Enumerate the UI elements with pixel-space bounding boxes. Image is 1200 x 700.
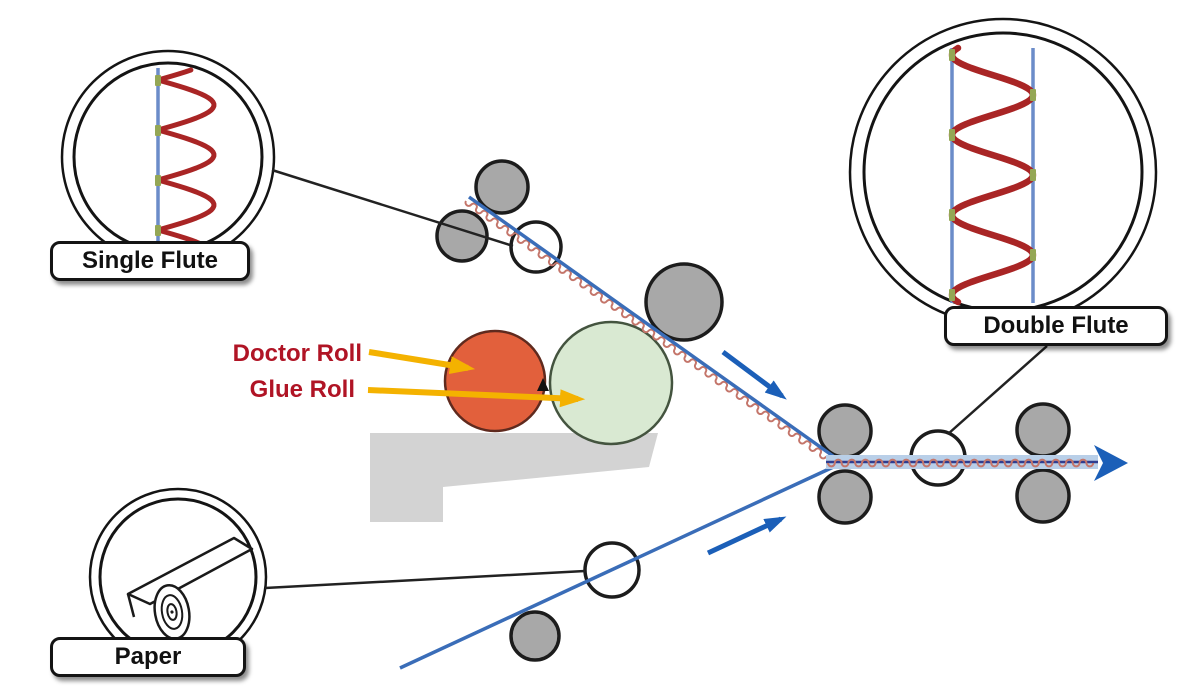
roll-core-dot xyxy=(170,610,174,614)
roll-rotation-arrow-icon xyxy=(537,378,549,391)
band-corrugation xyxy=(827,458,1095,468)
corrugated-web-flutes xyxy=(464,200,837,467)
nip-roller-2-bottom xyxy=(1015,468,1071,524)
glue-tick xyxy=(949,289,955,301)
glue-tick xyxy=(1030,89,1036,101)
band-arrowhead-icon xyxy=(1094,445,1128,481)
paper-label: Paper xyxy=(50,637,246,677)
nip-roller-1-top xyxy=(817,403,873,459)
glue-tick xyxy=(155,225,161,236)
pressure-roller-left xyxy=(435,209,489,263)
paper-label-text: Paper xyxy=(114,643,182,670)
double-flute-label-text: Double Flute xyxy=(983,312,1129,339)
leader-double-flute xyxy=(947,345,1048,435)
glue-roll-label: Glue Roll xyxy=(249,376,355,403)
glue-tick xyxy=(949,129,955,141)
magnifier-ring-inner xyxy=(72,61,264,253)
glue-ticks xyxy=(949,49,1036,301)
paper-guide-roller xyxy=(509,610,561,662)
glue-tick xyxy=(949,49,955,61)
glue-roll-arrow xyxy=(367,387,586,408)
leader-paper xyxy=(264,569,586,590)
glue-tick xyxy=(155,175,161,186)
doctor-roll-circle xyxy=(443,329,547,433)
web-direction-arrow-bottom xyxy=(706,516,787,556)
pressure-roller-main xyxy=(644,262,724,342)
glue-pan xyxy=(370,433,658,522)
paper-sheet-edge xyxy=(126,593,136,618)
leader-lines xyxy=(264,168,1048,590)
doctor-roll-label: Doctor Roll xyxy=(232,340,362,367)
leader-single-flute xyxy=(271,168,514,248)
single-flute-label-text: Single Flute xyxy=(81,247,218,274)
doctor-roll-arrow xyxy=(368,349,476,375)
single-flute-label: Single Flute xyxy=(50,241,250,281)
paper-roll-magnifier xyxy=(88,487,268,667)
web-direction-arrow-top xyxy=(721,349,787,400)
nip-roller-2-top xyxy=(1015,402,1071,458)
corrugated-web-line xyxy=(467,195,842,463)
glue-tick xyxy=(1030,169,1036,181)
glue-ticks xyxy=(155,75,161,236)
glue-tick xyxy=(1030,249,1036,261)
glue-tick xyxy=(949,209,955,221)
rollers xyxy=(435,159,1071,662)
pressure-roller-top xyxy=(474,159,530,215)
double-flute-magnifier xyxy=(848,17,1158,327)
glue-tick xyxy=(155,75,161,86)
paper-web-line xyxy=(399,461,843,670)
glue-tick xyxy=(155,125,161,136)
flute-wave xyxy=(155,67,217,249)
glue-roll-circle xyxy=(548,320,674,446)
double-flute-label: Double Flute xyxy=(944,306,1168,346)
single-flute-magnifier xyxy=(60,49,276,265)
paper-sheet xyxy=(126,536,254,606)
paper-roll-end xyxy=(153,583,191,641)
nip-roller-1-bottom xyxy=(817,469,873,525)
